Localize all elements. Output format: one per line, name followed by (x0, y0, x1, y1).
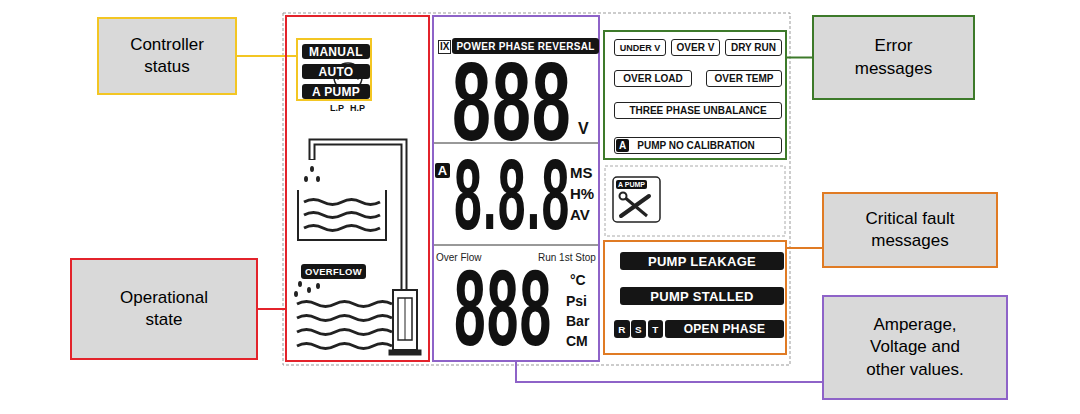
display-region: MANUAL AUTO A PUMP (296, 38, 372, 101)
lcd-text: A (616, 139, 629, 152)
lcd-indicator: PUMP LEAKAGE (620, 252, 784, 270)
lcd-indicator: S (631, 320, 646, 338)
lcd-indicator: MANUAL (302, 44, 370, 59)
lcd-text: PUMP NO CALIBRATION (637, 140, 754, 151)
leader-line (258, 308, 285, 310)
callout-box: Critical fault messages (822, 192, 998, 268)
maintenance-icon (613, 177, 660, 222)
lcd-text: AUTO (319, 65, 354, 79)
lcd-indicator: POWER PHASE REVERSAL (452, 38, 599, 54)
upper-tank (298, 190, 386, 240)
lcd-indicator: OVERFLOW (301, 264, 366, 279)
lcd-indicator: OPEN PHASE (665, 320, 784, 338)
lcd-text: °C (570, 272, 586, 288)
lcd-text: UNDER V (620, 43, 661, 53)
callout-text: Operational state (109, 287, 219, 331)
error-indicator: A PUMP NO CALIBRATION (614, 137, 782, 154)
lcd-text: AV (570, 206, 590, 223)
error-indicator: OVER TEMP (706, 70, 782, 87)
lcd-indicator: R (614, 320, 630, 338)
error-indicator: THREE PHASE UNBALANCE (614, 102, 782, 119)
lcd-text: A PUMP (312, 85, 360, 99)
lcd-text: PUMP STALLED (650, 289, 754, 304)
lcd-text: H.P (350, 103, 365, 113)
lcd-text: PUMP LEAKAGE (648, 254, 756, 269)
display-region: L.P H.P MANUAL AUTO A PUMP OVERFLOW (285, 15, 430, 362)
lcd-text: CM (566, 333, 588, 349)
lcd-text: IX (438, 40, 451, 54)
lcd-text: H% (570, 185, 594, 202)
lcd-text: Psi (566, 293, 587, 309)
callout-text: Error messages (849, 35, 939, 79)
error-indicator: OVER LOAD (614, 70, 692, 87)
leader-line (516, 362, 822, 382)
callout-text: Critical fault messages (845, 208, 975, 252)
error-indicator: DRY RUN (725, 39, 782, 56)
lcd-text: OVERFLOW (305, 266, 362, 277)
leader-line (787, 247, 822, 249)
lcd-text: OVER LOAD (623, 73, 682, 84)
lcd-text: 888 (454, 254, 552, 362)
icon-label: A PUMP (616, 180, 647, 189)
callout-text: Amperage, Voltage and other values. (855, 314, 975, 380)
lcd-text: L.P (330, 103, 344, 113)
pump (389, 290, 421, 355)
lcd-text: A (435, 163, 450, 178)
lcd-indicator: PUMP STALLED (620, 287, 784, 305)
callout-box: Controller status (97, 17, 237, 95)
callout-text: Controller status (117, 34, 217, 78)
lcd-text: POWER PHASE REVERSAL (456, 41, 594, 52)
lcd-text: S (635, 324, 642, 335)
lcd-text: R (618, 324, 625, 335)
callout-box: Operational state (70, 258, 258, 360)
pipe (312, 142, 404, 342)
lower-tank (297, 302, 392, 349)
lcd-text: MANUAL (309, 45, 363, 59)
lcd-text: OVER TEMP (715, 73, 774, 84)
lcd-text: OPEN PHASE (684, 322, 766, 336)
lcd-text: T (652, 324, 658, 335)
lcd-indicator: A PUMP (302, 84, 370, 99)
leader-line (237, 55, 296, 57)
panel-section (605, 166, 785, 236)
lcd-text: OVER V (677, 42, 715, 53)
display-region: PUMP LEAKAGE PUMP STALLED RST OPEN PHASE (603, 240, 787, 355)
panel-outline (283, 13, 790, 365)
lcd-text: V (578, 120, 589, 138)
error-indicator: OVER V (671, 39, 720, 56)
lcd-indicator: AUTO (302, 64, 370, 79)
leader-line (787, 57, 812, 59)
display-region: UNDER V OVER V DRY RUN OVER LOAD OVER TEMP TH… (603, 30, 787, 160)
lcd-text: THREE PHASE UNBALANCE (629, 105, 766, 116)
callout-box: Error messages (812, 15, 975, 100)
lcd-indicator: T (648, 320, 663, 338)
lcd-text: 8.8.8 (454, 145, 570, 245)
lcd-text: Bar (566, 313, 589, 329)
error-indicator: UNDER V (614, 39, 666, 56)
callout-box: Amperage, Voltage and other values. (822, 295, 1008, 400)
lcd-text: MS (570, 164, 593, 181)
display-region: IX888VA8.8.8MSH%AVOver FlowRun 1st Stop8… (432, 15, 600, 362)
lcd-text: DRY RUN (731, 42, 776, 53)
lcd-text: 888 (452, 46, 572, 158)
